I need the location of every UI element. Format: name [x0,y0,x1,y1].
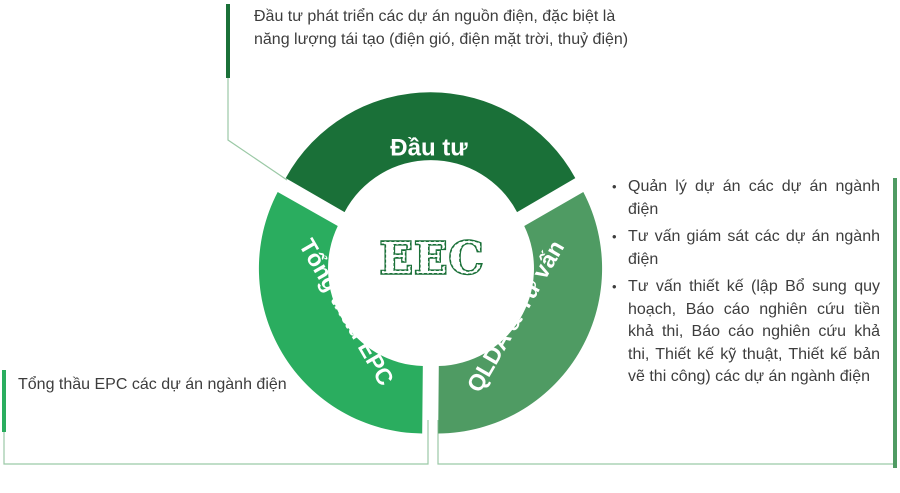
eec-logo-text: EEC [379,234,484,285]
accent-bar-epc [2,370,6,432]
description-epc: Tổng thầu EPC các dự án ngành điện [18,376,287,393]
description-qlda: Quản lý dự án các dự án ngành điện Tư vấ… [612,176,880,394]
segment-epc [258,192,423,434]
description-dau-tu: Đầu tư phát triển các dự án nguồn điện, … [254,8,629,48]
segment-qlda [438,192,603,434]
accent-bar-qlda [893,178,897,468]
qlda-item: Tư vấn giám sát các dự án ngành điện [612,226,880,271]
accent-bar-dau-tu [226,4,230,78]
segment-dau-tu [285,92,576,213]
eec-logo: EEC EEC [378,232,484,285]
qlda-item: Quản lý dự án các dự án ngành điện [612,176,880,221]
qlda-item: Tư vấn thiết kế (lập Bổ sung quy hoạch, … [612,276,880,389]
eec-logo-text-fill: EEC [379,234,484,285]
segment-label-dau-tu: Đầu tư [390,134,468,161]
